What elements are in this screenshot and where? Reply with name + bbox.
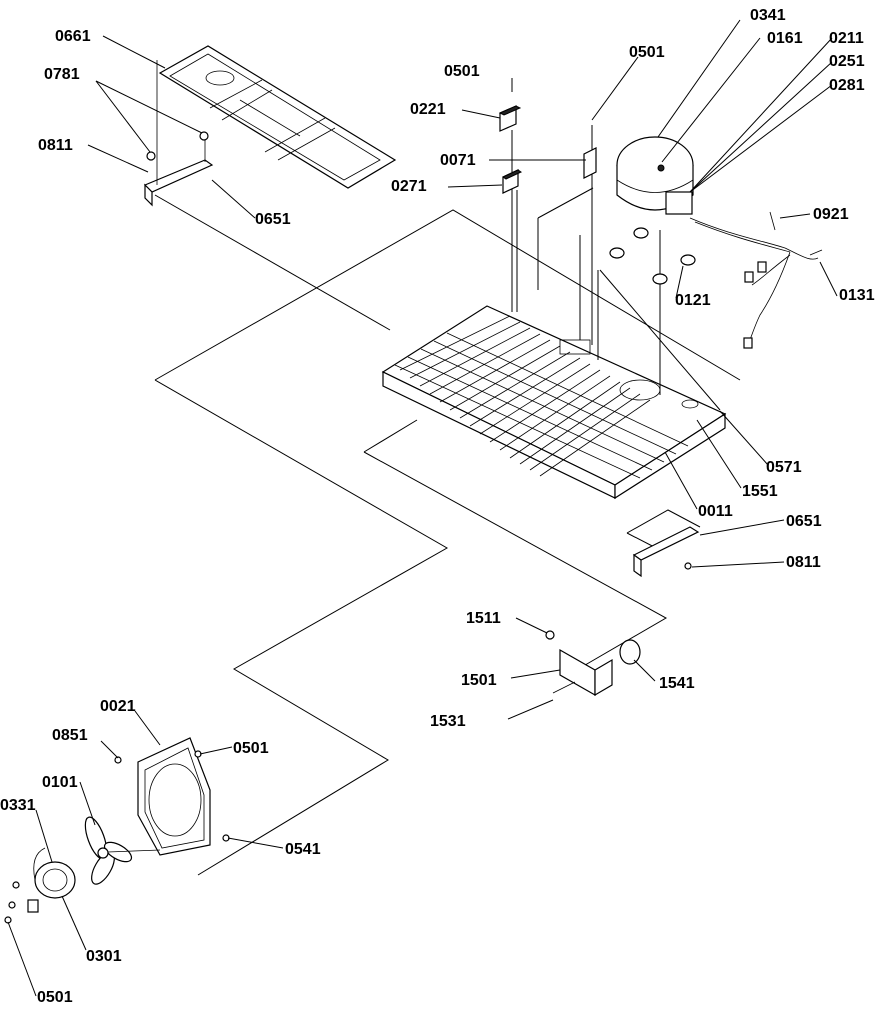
base-pan-assembly xyxy=(381,305,727,500)
right-bracket xyxy=(632,526,700,578)
fan-motor xyxy=(4,847,76,924)
callout-0071: 0071 xyxy=(440,152,476,169)
callout-0101: 0101 xyxy=(42,774,78,791)
callout-1531: 1531 xyxy=(430,713,466,730)
callout-0541: 0541 xyxy=(285,841,321,858)
callout-0811-mid: 0811 xyxy=(786,554,821,571)
callout-0011: 0011 xyxy=(698,503,733,520)
callout-0651-mid: 0651 xyxy=(786,513,822,530)
relay-0271 xyxy=(501,169,523,194)
callout-1511: 1511 xyxy=(466,610,501,627)
relay-0221 xyxy=(498,105,522,132)
callout-0781: 0781 xyxy=(44,66,80,83)
leader-lines xyxy=(7,19,838,997)
callout-1501: 1501 xyxy=(461,672,497,689)
left-bracket xyxy=(143,60,214,207)
callout-0661: 0661 xyxy=(55,28,91,45)
callout-0131: 0131 xyxy=(839,287,875,304)
fan-shroud xyxy=(114,737,230,856)
callout-0501-d: 0501 xyxy=(37,989,73,1006)
fan-blade xyxy=(84,816,161,885)
screw-0781-left xyxy=(146,131,209,161)
callout-0571: 0571 xyxy=(766,459,802,476)
evaporator-cover xyxy=(158,45,397,189)
compressor xyxy=(609,136,696,285)
callout-0811-top: 0811 xyxy=(38,137,73,154)
callout-0501-a: 0501 xyxy=(444,63,480,80)
callout-0341: 0341 xyxy=(750,7,786,24)
callout-0161: 0161 xyxy=(767,30,803,47)
clip-0071 xyxy=(583,147,597,179)
callout-0281: 0281 xyxy=(829,77,865,94)
damper-assembly xyxy=(545,630,641,697)
callout-0301: 0301 xyxy=(86,948,122,965)
callout-0251: 0251 xyxy=(829,53,865,70)
callout-0921: 0921 xyxy=(813,206,849,223)
callout-0651-top: 0651 xyxy=(255,211,291,228)
callout-0501-b: 0501 xyxy=(629,44,665,61)
callout-1541: 1541 xyxy=(659,675,695,692)
callout-labels: 0661 0781 0811 0651 0501 0501 0221 0071 … xyxy=(0,7,875,1006)
wire-harness xyxy=(689,211,823,349)
callout-0221: 0221 xyxy=(410,101,446,118)
callout-1551: 1551 xyxy=(742,483,778,500)
callout-0271: 0271 xyxy=(391,178,427,195)
callout-0121: 0121 xyxy=(675,292,711,309)
callout-0851: 0851 xyxy=(52,727,88,744)
callout-0331: 0331 xyxy=(0,797,36,814)
assembly-outline xyxy=(154,194,741,876)
callout-0021: 0021 xyxy=(100,698,136,715)
callout-0211: 0211 xyxy=(829,30,864,47)
callout-0501-c: 0501 xyxy=(233,740,269,757)
